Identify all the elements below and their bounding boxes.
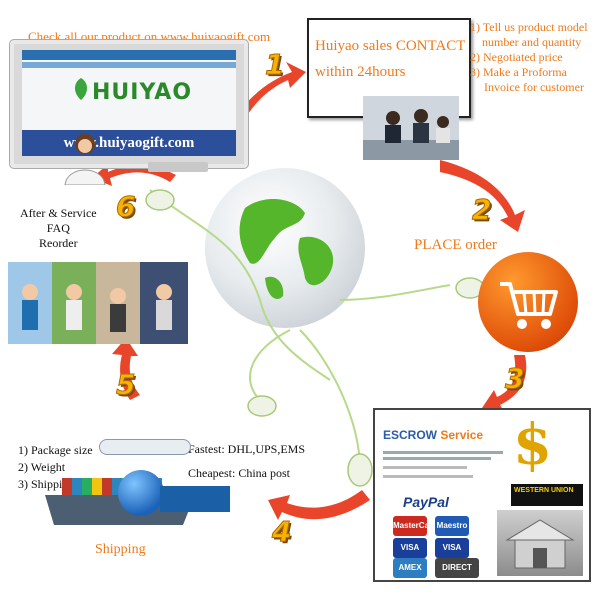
- step-1-number: 1: [264, 48, 285, 82]
- globe-continents-icon: [239, 198, 334, 299]
- fastest-shipping: Fastest: DHL,UPS,EMS: [188, 442, 306, 456]
- bank-vault-graphic: [497, 510, 583, 576]
- card-amex: AMEX: [393, 558, 427, 578]
- meeting-photo: [363, 96, 459, 160]
- place-order-label: PLACE order: [414, 237, 497, 253]
- url-banner: www.huiyaogift.com: [22, 130, 236, 156]
- leaf-logo-icon: [74, 78, 88, 100]
- note-3: 2) Negotiated price: [470, 50, 563, 64]
- after-service-line: After & Service: [20, 206, 97, 220]
- note-2: number and quantity: [482, 35, 582, 49]
- card-maestro: Maestro: [435, 516, 469, 536]
- western-union-logo: WESTERN UNION: [511, 484, 583, 506]
- contact-line-1: Huiyao sales CONTACT: [315, 38, 466, 54]
- site-header-bar: [22, 50, 236, 60]
- business-meeting-icon: [363, 96, 459, 160]
- escrow-title: ESCROW: [383, 428, 437, 442]
- shopping-cart-icon: [500, 282, 558, 329]
- card-visa-2: VISA: [435, 538, 469, 558]
- dollar-sign-icon: $: [513, 412, 552, 478]
- payment-methods-panel: ESCROW Service $ PayPal WESTERN UNION Ma…: [373, 408, 591, 592]
- step1-notes: 1) Tell us product model number and quan…: [470, 20, 588, 95]
- airplane-graphic: [100, 440, 190, 454]
- shopping-cart-badge: [478, 252, 578, 352]
- step-5-number: 5: [115, 368, 136, 402]
- step-6-number: 6: [115, 190, 136, 224]
- note-4: 3) Make a Proforma: [470, 65, 567, 79]
- site-nav-bar: [22, 62, 236, 68]
- card-visa-1: VISA: [393, 538, 427, 558]
- step-4-number: 4: [271, 515, 292, 549]
- site-logo: HUIYAO: [92, 80, 193, 105]
- truck-graphic: [160, 486, 230, 512]
- cheapest-shipping: Cheapest: China post: [188, 466, 290, 480]
- contact-line-2: within 24hours: [315, 64, 406, 80]
- bank-building-icon: [505, 519, 575, 569]
- escrow-text-lines: [383, 448, 503, 482]
- note-5: Invoice for customer: [484, 80, 584, 94]
- monitor-graphic: HUIYAO www.huiyaogift.com: [10, 40, 248, 168]
- customer-photos-strip: [8, 262, 188, 344]
- small-globe-icon: [118, 470, 164, 516]
- factor-weight: 2) Weight: [18, 460, 66, 474]
- faq-line: FAQ: [46, 221, 70, 235]
- escrow-logo: ESCROW Service: [383, 428, 483, 442]
- globe-graphic: [205, 168, 365, 328]
- shipping-label: Shipping: [95, 542, 146, 557]
- reorder-line: Reorder: [38, 236, 78, 250]
- step-2-number: 2: [471, 193, 492, 227]
- monitor-stand: [148, 162, 208, 172]
- step-3-number: 3: [504, 362, 525, 396]
- escrow-service: Service: [440, 428, 484, 442]
- woman-photo: [55, 130, 115, 186]
- card-direct-debit: DIRECT Debit: [435, 558, 479, 592]
- contact-box: Huiyao sales CONTACT within 24hours: [307, 18, 471, 118]
- paypal-logo: PayPal: [403, 494, 449, 510]
- person-icon: [64, 134, 106, 186]
- customer-photos-icon: [8, 262, 188, 344]
- card-mastercard: MasterCard: [393, 516, 437, 536]
- note-1: 1) Tell us product model: [470, 20, 588, 34]
- after-service-text: After & Service FAQ Reorder: [20, 206, 97, 251]
- factor-package-size: 1) Package size: [18, 443, 93, 457]
- website-screen: HUIYAO www.huiyaogift.com: [22, 50, 236, 156]
